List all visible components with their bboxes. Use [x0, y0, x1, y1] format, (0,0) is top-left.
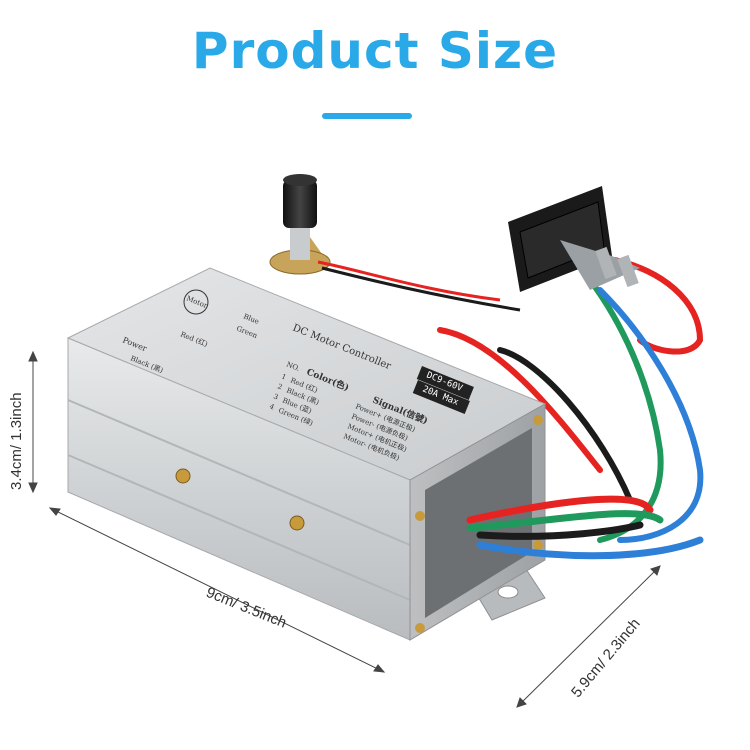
svg-text:2: 2 [276, 382, 283, 391]
wire-blue [476, 536, 704, 560]
wire-green [466, 510, 664, 532]
dim-line-width [516, 565, 661, 708]
screw [533, 540, 543, 550]
wire-black [476, 521, 644, 540]
screw [533, 415, 543, 425]
switch-wire-blue [597, 287, 704, 543]
rocker-switch [508, 186, 640, 292]
page-title: Product Size [191, 22, 559, 80]
dimension-height: 3.4cm/ 1.3inch [8, 392, 25, 490]
title-underline [322, 113, 412, 119]
switch-wire-red [612, 257, 704, 355]
screw [175, 468, 191, 484]
screw [415, 511, 425, 521]
wires-front [466, 495, 704, 560]
potentiometer [269, 174, 541, 322]
screw [289, 515, 305, 531]
screw [415, 623, 425, 633]
wire-red [466, 495, 654, 524]
wire-black-rear [497, 347, 633, 503]
bracket-hole [497, 585, 519, 599]
svg-text:3: 3 [272, 392, 279, 401]
svg-text:4: 4 [268, 402, 276, 411]
dimension-lines [28, 350, 661, 708]
dim-line-length [49, 507, 385, 673]
wire-red-rear [437, 327, 603, 473]
svg-text:1: 1 [280, 372, 287, 381]
